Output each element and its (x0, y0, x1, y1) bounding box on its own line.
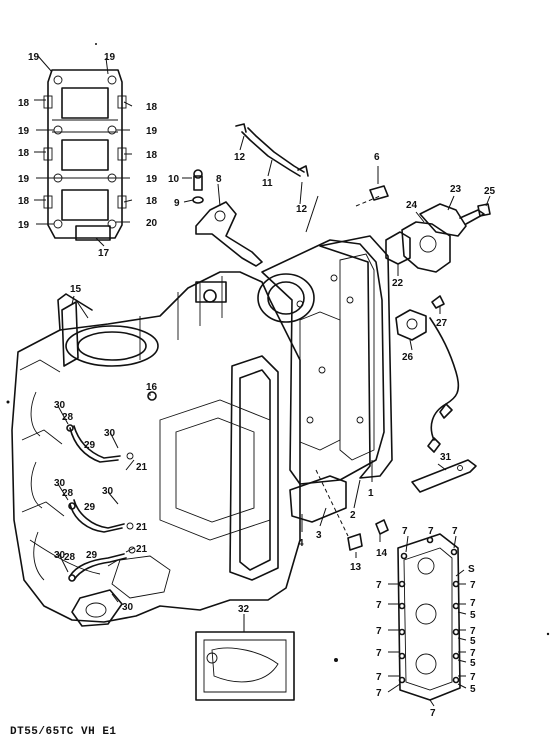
bracket-assembly (182, 169, 263, 267)
label-26: 26 (402, 352, 414, 363)
label-25: 25 (484, 186, 496, 197)
label-5: 5 (470, 684, 476, 695)
label-30: 30 (122, 602, 134, 613)
label-30: 30 (54, 400, 66, 411)
label-11: 11 (262, 178, 273, 189)
label-24: 24 (406, 200, 418, 211)
label-7: 7 (376, 580, 382, 591)
label-8: 8 (216, 174, 222, 185)
label-13: 13 (350, 562, 362, 573)
label-29: 29 (84, 440, 96, 451)
label-7: 7 (376, 600, 382, 611)
label-30: 30 (104, 428, 116, 439)
manifold-plate-assembly (34, 55, 133, 247)
label-9: 9 (174, 198, 180, 209)
thermostat-assembly (355, 166, 491, 276)
label-19: 19 (104, 52, 116, 63)
label-19: 19 (28, 52, 40, 63)
gasket-15 (61, 295, 79, 367)
label-12: 12 (296, 204, 308, 215)
label-31: 31 (440, 452, 452, 463)
label-19: 19 (18, 126, 30, 137)
label-30: 30 (102, 486, 114, 497)
label-22: 22 (392, 278, 404, 289)
hose-assembly (235, 123, 319, 233)
label-30: 30 (54, 550, 66, 561)
label-7: 7 (470, 598, 476, 609)
label-21: 21 (136, 544, 148, 555)
label-7: 7 (376, 626, 382, 637)
label-1: 1 (368, 488, 374, 499)
cylinder-head (229, 235, 393, 581)
label-5: 5 (470, 658, 476, 669)
label-7: 7 (376, 672, 382, 683)
gasket-set-box (195, 614, 295, 701)
label-30: 30 (54, 478, 66, 489)
label-18: 18 (146, 102, 158, 113)
label-19: 19 (18, 220, 30, 231)
label-16: 16 (146, 382, 158, 393)
label-5: 5 (470, 636, 476, 647)
label-7: 7 (470, 580, 476, 591)
cylinder-block (11, 271, 301, 627)
label-7: 7 (470, 626, 476, 637)
label-3: 3 (316, 530, 322, 541)
label-28: 28 (64, 552, 76, 563)
label-5: S (468, 564, 475, 575)
label-4: 4 (298, 538, 304, 549)
label-14: 14 (376, 548, 388, 559)
label-17: 17 (98, 248, 110, 259)
label-5: 5 (470, 610, 476, 621)
label-32: 32 (238, 604, 250, 615)
label-18: 18 (18, 196, 30, 207)
sensor-assembly (395, 295, 460, 453)
label-29: 29 (86, 550, 98, 561)
label-7: 7 (470, 648, 476, 659)
label-21: 21 (136, 522, 148, 533)
label-28: 28 (62, 412, 74, 423)
label-19: 19 (146, 174, 158, 185)
label-18: 18 (146, 196, 158, 207)
exhaust-cover-plate (387, 533, 467, 707)
label-21: 21 (136, 462, 148, 473)
label-19: 19 (18, 174, 30, 185)
label-18: 18 (146, 150, 158, 161)
label-15: 15 (70, 284, 82, 295)
label-7: 7 (376, 688, 382, 699)
label-7: 7 (430, 708, 436, 719)
label-7: 7 (376, 648, 382, 659)
label-20: 20 (146, 218, 158, 229)
part-number-labels: 19 19 18 18 19 19 18 18 19 19 18 18 19 2… (18, 52, 496, 719)
figure-caption: DT55/65TC VH E1 (10, 726, 117, 738)
label-23: 23 (450, 184, 462, 195)
label-27: 27 (436, 318, 448, 329)
label-18: 18 (18, 98, 30, 109)
label-19: 19 (146, 126, 158, 137)
label-28: 28 (62, 488, 74, 499)
bracket-31 (411, 459, 477, 493)
label-7: 7 (470, 672, 476, 683)
label-7: 7 (452, 526, 458, 537)
label-12: 12 (234, 152, 246, 163)
label-7: 7 (402, 526, 408, 537)
label-6: 6 (374, 152, 380, 163)
label-2: 2 (350, 510, 356, 521)
label-10: 10 (168, 174, 180, 185)
label-7: 7 (428, 526, 434, 537)
label-29: 29 (84, 502, 96, 513)
label-18: 18 (18, 148, 30, 159)
